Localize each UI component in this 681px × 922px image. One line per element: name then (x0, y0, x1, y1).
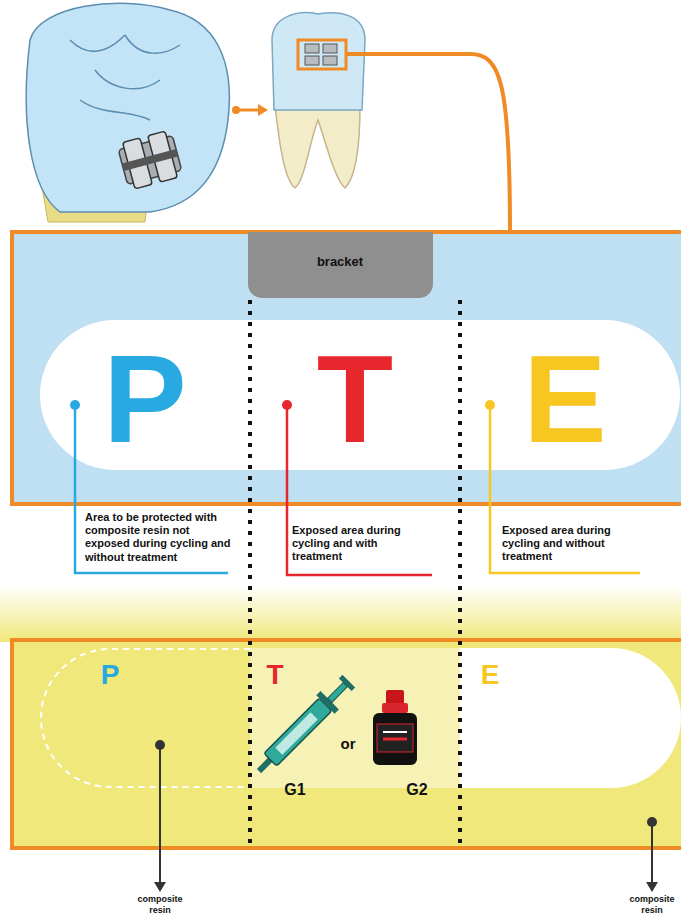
bottle-illustration (373, 690, 417, 765)
bracket-small (305, 56, 319, 65)
group-label: G1 (284, 780, 305, 799)
material-label: composite resin (130, 894, 190, 916)
top-frame (12, 232, 681, 504)
bottom-frame (12, 640, 681, 848)
tooth-grooves (70, 35, 180, 120)
bracket-tab: bracket (248, 232, 433, 298)
zoom-frame (298, 40, 346, 69)
bracket-small (323, 44, 337, 53)
zone-letter: P (103, 336, 186, 461)
leader-line (490, 405, 640, 573)
part-label: bracket (317, 254, 363, 270)
zone-letter: T (317, 336, 393, 461)
pointer-line (159, 745, 161, 884)
protected-zone (41, 649, 250, 787)
zone-letter: E (523, 336, 606, 461)
bracket-small (323, 56, 337, 65)
treated-zone: TorG1G2 (250, 648, 460, 788)
leader-dot (485, 400, 495, 410)
pointer-head (154, 882, 166, 892)
material-label: composite resin (622, 894, 681, 916)
zone-letter: E (481, 658, 500, 692)
zone-pill: PTE (40, 320, 680, 470)
pointer-head (258, 104, 268, 116)
zone-note: Area to be protected with composite resi… (85, 511, 235, 564)
separator-dots (458, 300, 462, 845)
pointer-head (646, 882, 658, 892)
tooth-crown-side (272, 13, 365, 110)
pointer-line (651, 822, 653, 884)
pointer-dot (155, 740, 165, 750)
zone-letter: T (266, 658, 283, 692)
leader-dot (70, 400, 80, 410)
tooth-roots (275, 105, 360, 188)
choice-word: or (341, 735, 356, 753)
separator-dots (248, 300, 252, 845)
group-label: G2 (406, 780, 427, 799)
bracket-illustration (117, 130, 184, 191)
exposed-zone (460, 648, 681, 788)
pointer-line (236, 109, 258, 112)
fade-band (0, 585, 681, 642)
zone-letter: P (101, 658, 120, 692)
syringe-illustration (250, 672, 358, 780)
pointer-dot (647, 817, 657, 827)
zone-note: Exposed area during cycling and without … (502, 524, 630, 564)
zone-note: Exposed area during cycling and with tre… (292, 524, 420, 564)
bracket-small (305, 44, 319, 53)
tooth-crown (26, 3, 229, 212)
zoom-curve (346, 54, 510, 232)
leader-line (287, 405, 432, 575)
leader-dot (282, 400, 292, 410)
zone-pill: TorG1G2 P E (40, 648, 681, 788)
